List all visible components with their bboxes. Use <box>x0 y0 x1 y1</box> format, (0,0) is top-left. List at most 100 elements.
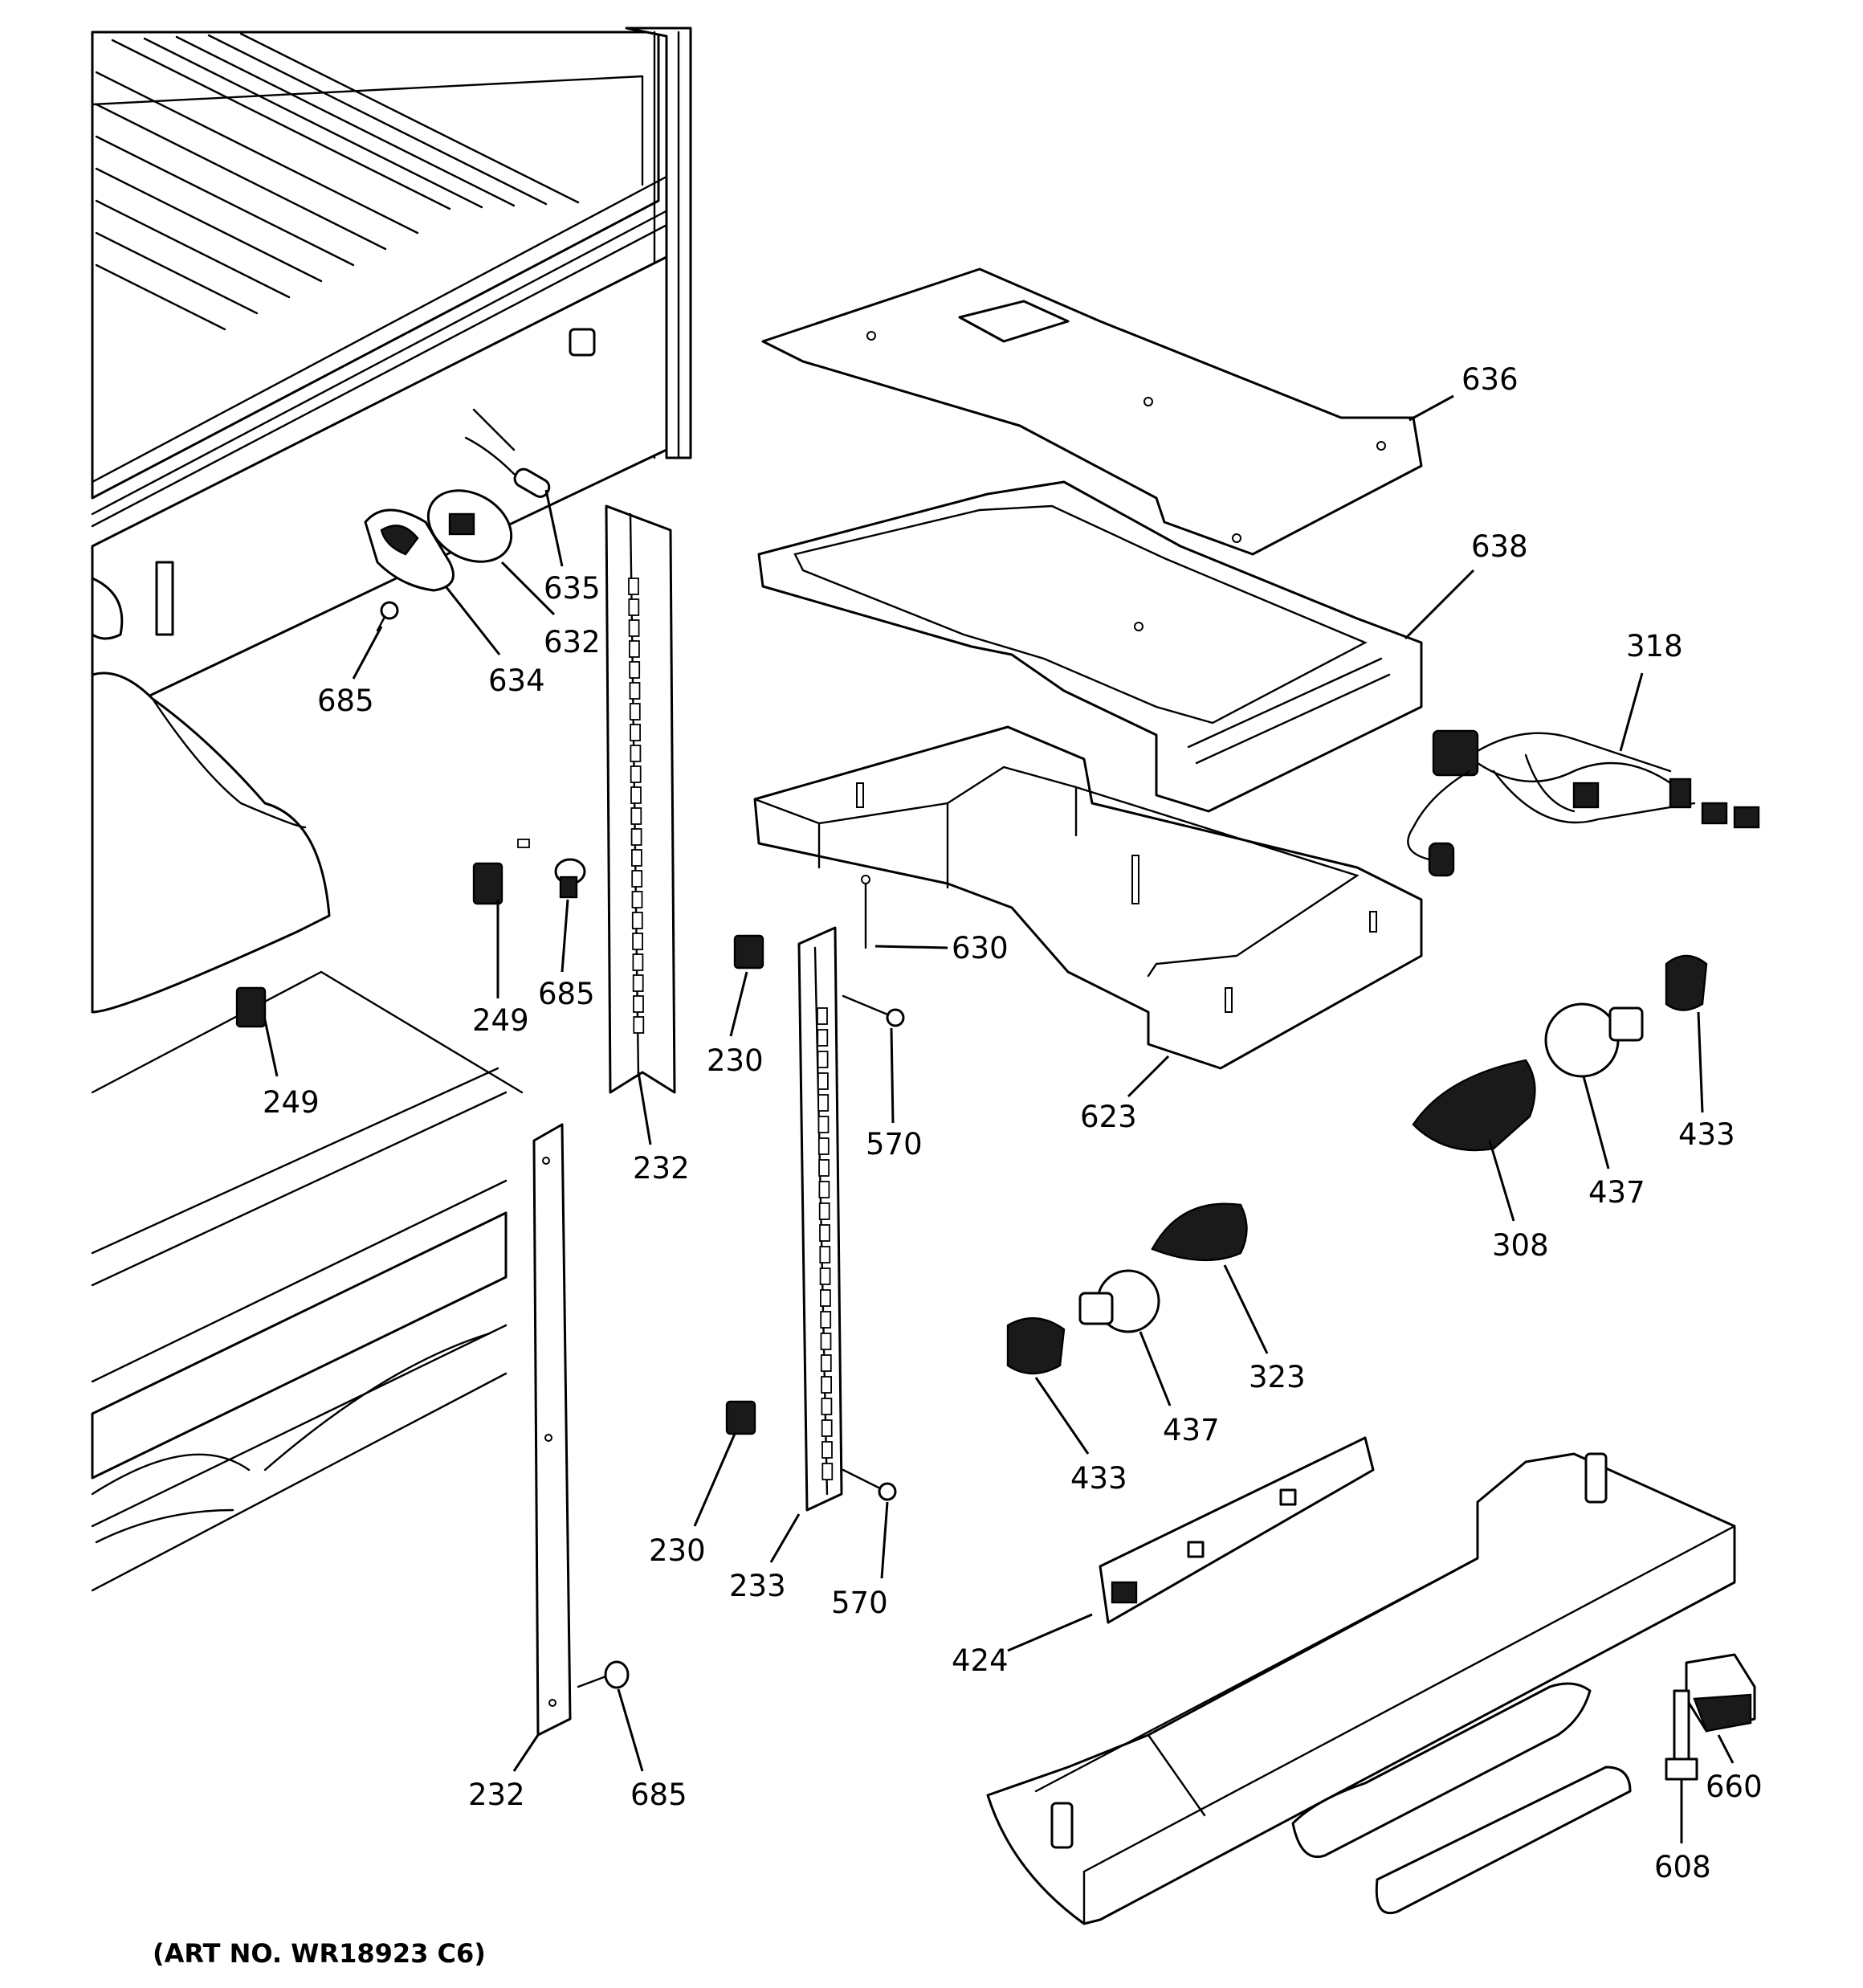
callout-632: 632 <box>544 625 601 659</box>
art-number-label: (ART NO. WR18923 C6) <box>153 1938 486 1969</box>
callout-249-b: 249 <box>263 1085 320 1120</box>
part-685-screw-c <box>577 1660 630 1689</box>
part-685-screw-a <box>376 601 399 632</box>
callout-437-a: 437 <box>1588 1175 1645 1210</box>
callout-630: 630 <box>952 931 1009 965</box>
part-437-bulb-a <box>1544 1002 1644 1078</box>
rail-slot <box>628 619 640 637</box>
rail-slot <box>631 891 643 908</box>
part-249-clip-a <box>472 839 530 905</box>
part-635-tube <box>464 408 551 498</box>
part-660-relay <box>1685 1653 1756 1733</box>
rail-slot <box>821 1398 833 1415</box>
rail-slot <box>629 640 640 658</box>
part-570-screw-a <box>842 994 905 1027</box>
callout-230-b: 230 <box>649 1533 706 1568</box>
rail-slot <box>630 828 642 846</box>
rail-slot <box>820 1333 832 1350</box>
rail-slot <box>817 1007 828 1025</box>
callout-685-b: 685 <box>538 977 595 1011</box>
part-636-plate <box>761 267 1423 556</box>
rail-slot <box>817 1029 829 1047</box>
callout-685-c: 685 <box>630 1778 687 1812</box>
rail-slot <box>633 1016 645 1034</box>
callout-634: 634 <box>488 663 545 698</box>
rail-slot <box>628 598 640 616</box>
callout-635: 635 <box>544 571 601 606</box>
rail-slot <box>817 1072 829 1090</box>
part-233-rail <box>797 926 843 1512</box>
part-685-screw-b <box>554 858 586 899</box>
rail-slot <box>817 1137 830 1155</box>
callout-660: 660 <box>1706 1770 1763 1804</box>
rail-slot <box>820 1354 832 1372</box>
part-630-pin <box>861 875 870 949</box>
callout-638: 638 <box>1471 529 1528 564</box>
part-437-bulb-b <box>1078 1269 1160 1333</box>
rail-slot <box>819 1224 830 1242</box>
callout-232-a: 232 <box>633 1151 690 1186</box>
callout-323: 323 <box>1249 1360 1306 1394</box>
callout-636: 636 <box>1461 362 1519 397</box>
part-249-clip-b <box>235 986 267 1028</box>
part-634-housing <box>364 508 455 592</box>
callout-433-b: 433 <box>1070 1461 1127 1496</box>
callout-318: 318 <box>1626 629 1683 663</box>
rail-slot <box>818 1202 830 1220</box>
rail-slot <box>819 1246 831 1263</box>
rail-slot <box>818 1159 830 1177</box>
part-433-socket-b <box>1006 1316 1066 1375</box>
callout-leaders <box>263 394 1735 1843</box>
part-230-bracket-a <box>733 934 764 970</box>
rail-slot <box>821 1441 833 1459</box>
rail-slot <box>820 1289 831 1307</box>
rail-slot <box>630 786 642 804</box>
rail-slot <box>632 933 643 950</box>
part-570-screw-b <box>842 1468 897 1501</box>
rail-slot <box>628 578 639 595</box>
callout-608: 608 <box>1654 1850 1711 1884</box>
rail-slot <box>630 765 642 783</box>
part-433-socket-a <box>1665 954 1708 1011</box>
callout-labels: 636 638 318 635 632 634 685 630 249 685 … <box>263 362 1763 1884</box>
part-232-rail-lower <box>532 1123 572 1737</box>
callout-433-a: 433 <box>1678 1117 1735 1152</box>
callout-570-b: 570 <box>831 1586 888 1620</box>
callout-424: 424 <box>952 1643 1009 1678</box>
rail-slot <box>820 1311 832 1329</box>
callout-308: 308 <box>1492 1228 1549 1263</box>
callout-232-b: 232 <box>468 1778 525 1812</box>
rail-slot <box>630 724 641 741</box>
rail-slot <box>817 1094 830 1112</box>
part-lower-housing <box>986 1452 1736 1925</box>
rail-slot <box>819 1268 831 1285</box>
callout-623: 623 <box>1080 1100 1137 1134</box>
rail-slot <box>630 807 642 825</box>
part-230-bracket-b <box>725 1400 756 1435</box>
callout-570-a: 570 <box>866 1127 923 1161</box>
callout-233: 233 <box>729 1569 786 1603</box>
rail-slot <box>629 682 641 700</box>
part-608-bolt <box>1665 1689 1698 1781</box>
part-323-shield <box>1151 1202 1248 1262</box>
callout-230-a: 230 <box>707 1043 764 1078</box>
rail-slot <box>629 703 641 720</box>
rail-slot <box>630 745 642 762</box>
rail-slot <box>632 974 644 992</box>
callout-437-b: 437 <box>1163 1413 1220 1447</box>
part-308-shield <box>1412 1059 1536 1152</box>
rail-slot <box>817 1051 829 1068</box>
part-632-cover <box>426 489 513 563</box>
rail-slot <box>631 849 642 867</box>
rail-slot <box>632 953 644 971</box>
rail-slot <box>817 1116 830 1133</box>
rail-slot <box>818 1181 830 1198</box>
rail-slot <box>821 1376 832 1394</box>
rail-slot <box>821 1419 833 1437</box>
rail-slot <box>629 661 641 679</box>
callout-249-a: 249 <box>472 1003 529 1038</box>
part-318-wire-harness <box>1407 729 1760 877</box>
rail-slot <box>631 870 643 888</box>
rail-slot <box>631 912 643 929</box>
